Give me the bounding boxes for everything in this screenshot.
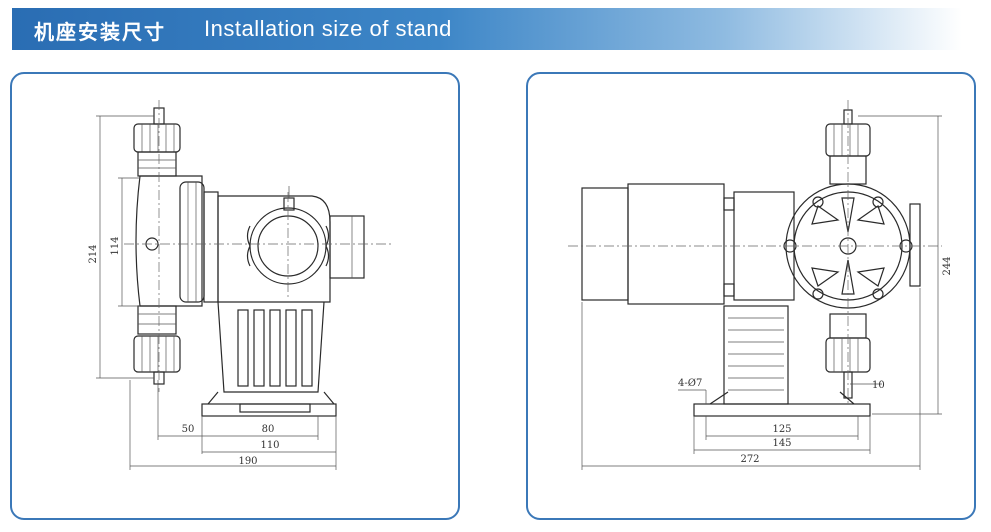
side-view-panel: 214 114 50 80 110 190 (10, 72, 460, 520)
dim-114: 114 (110, 236, 121, 255)
front-view-drawing: 4-Ø7 10 125 145 272 244 (568, 100, 953, 470)
motor (581, 183, 795, 305)
dim-125: 125 (772, 424, 791, 435)
front-view-panel: 4-Ø7 10 125 145 272 244 (526, 72, 976, 520)
dim-50: 50 (182, 424, 195, 435)
title-chinese: 机座安装尺寸 (34, 20, 166, 44)
dim-214: 214 (88, 244, 99, 263)
dim-145: 145 (772, 438, 791, 449)
bottom-valve (133, 305, 181, 385)
dim-10: 10 (872, 380, 885, 391)
dim-190: 190 (238, 456, 257, 467)
header-banner: 机座安装尺寸 Installation size of stand (12, 8, 962, 50)
dim-110: 110 (260, 440, 279, 451)
front-view-dimensions (581, 115, 942, 470)
dim-80: 80 (262, 424, 275, 435)
dim-272: 272 (740, 454, 759, 465)
dim-244: 244 (942, 256, 953, 275)
pump-head (135, 175, 219, 307)
title-english: Installation size of stand (204, 16, 452, 41)
top-valve (133, 107, 181, 177)
front-stand (693, 305, 871, 417)
pump-stand (201, 301, 337, 417)
dim-hole-label: 4-Ø7 (678, 378, 702, 389)
side-view-drawing: 214 114 50 80 110 190 (88, 100, 392, 470)
side-view-dimensions (96, 115, 337, 470)
